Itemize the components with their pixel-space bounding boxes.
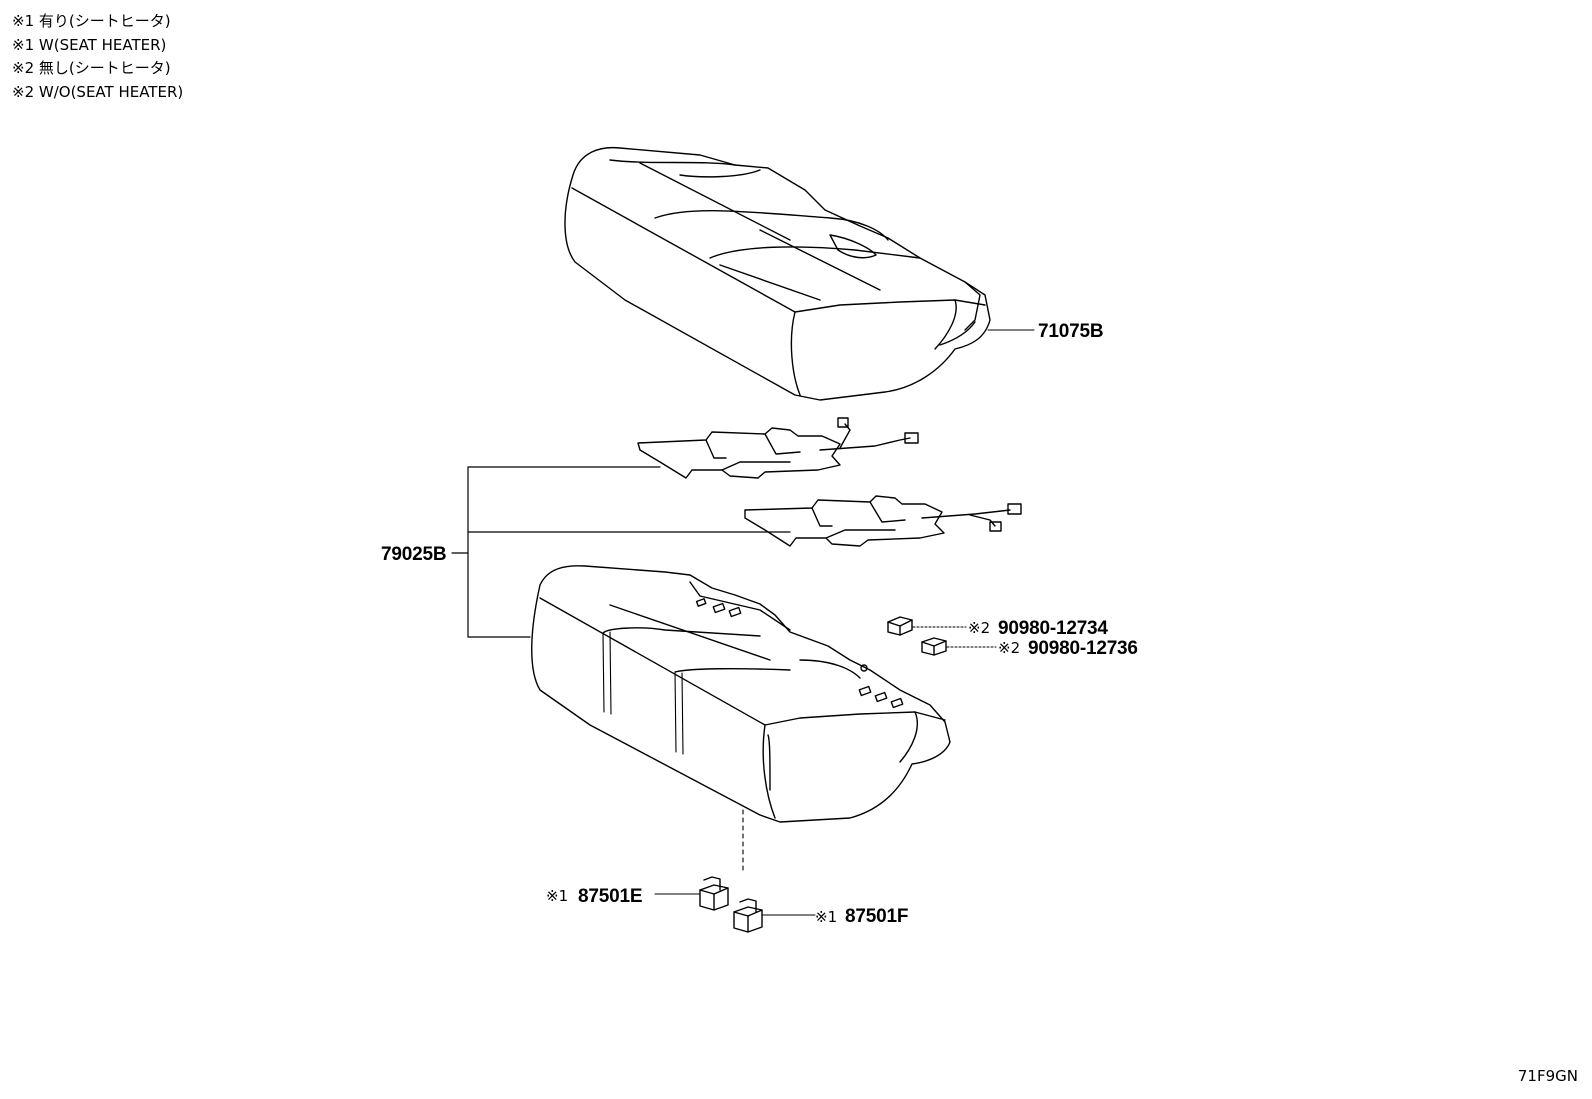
- mark-clip-f: ※1: [815, 908, 837, 926]
- callout-90980-12734: 90980-12734: [998, 618, 1108, 639]
- legend-line-2: ※1 W(SEAT HEATER): [12, 35, 167, 54]
- seat-cover-illustration: [564, 146, 991, 401]
- legend: ※1 有り(シートヒータ) ※1 W(SEAT HEATER) ※2 無し(シー…: [12, 10, 183, 104]
- callout-87501e: 87501E: [578, 886, 642, 907]
- mark-clip-e: ※1: [546, 887, 568, 905]
- clip-e: [699, 876, 729, 911]
- connector-1: [887, 616, 913, 636]
- seat-heater-lower: [744, 495, 1022, 547]
- mark-wire-2: ※2: [998, 639, 1020, 657]
- seat-heater-upper: [637, 417, 919, 479]
- callout-87501f: 87501F: [845, 906, 908, 927]
- connector-2: [921, 637, 947, 656]
- callout-90980-12736: 90980-12736: [1028, 638, 1138, 659]
- legend-line-3: ※2 無し(シートヒータ): [12, 59, 171, 77]
- clip-f: [733, 898, 763, 933]
- callout-71075b: 71075B: [1038, 321, 1103, 342]
- callout-79025b: 79025B: [381, 544, 446, 565]
- mark-wire-1: ※2: [968, 619, 990, 637]
- seat-pad-illustration: [531, 565, 951, 823]
- legend-line-4: ※2 W/O(SEAT HEATER): [12, 82, 184, 101]
- heater-bracket-lines: [451, 466, 791, 638]
- diagram-id: 71F9GN: [1517, 1067, 1578, 1085]
- legend-line-1: ※1 有り(シートヒータ): [12, 12, 171, 30]
